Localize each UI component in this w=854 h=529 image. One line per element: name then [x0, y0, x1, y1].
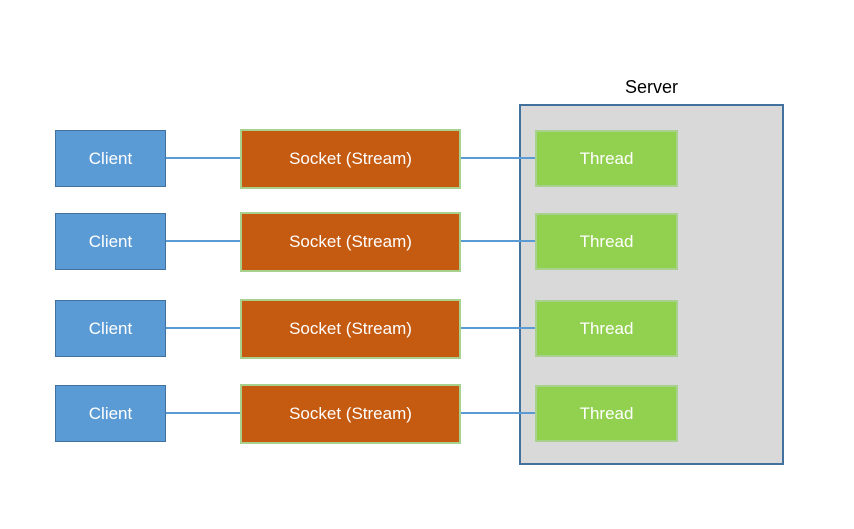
thread-box-1: Thread [535, 130, 678, 187]
socket-box-1: Socket (Stream) [240, 129, 461, 189]
connector-socket-thread-2 [461, 240, 535, 242]
client-box-3: Client [55, 300, 166, 357]
connector-client-socket-3 [166, 327, 240, 329]
client-box-2: Client [55, 213, 166, 270]
socket-box-3: Socket (Stream) [240, 299, 461, 359]
client-box-1: Client [55, 130, 166, 187]
connector-socket-thread-4 [461, 412, 535, 414]
connector-socket-thread-3 [461, 327, 535, 329]
thread-box-2: Thread [535, 213, 678, 270]
socket-box-4: Socket (Stream) [240, 384, 461, 444]
thread-box-3: Thread [535, 300, 678, 357]
connector-socket-thread-1 [461, 157, 535, 159]
connector-client-socket-4 [166, 412, 240, 414]
thread-box-4: Thread [535, 385, 678, 442]
socket-box-2: Socket (Stream) [240, 212, 461, 272]
client-box-4: Client [55, 385, 166, 442]
connector-client-socket-1 [166, 157, 240, 159]
server-label: Server [624, 77, 678, 97]
connector-client-socket-2 [166, 240, 240, 242]
